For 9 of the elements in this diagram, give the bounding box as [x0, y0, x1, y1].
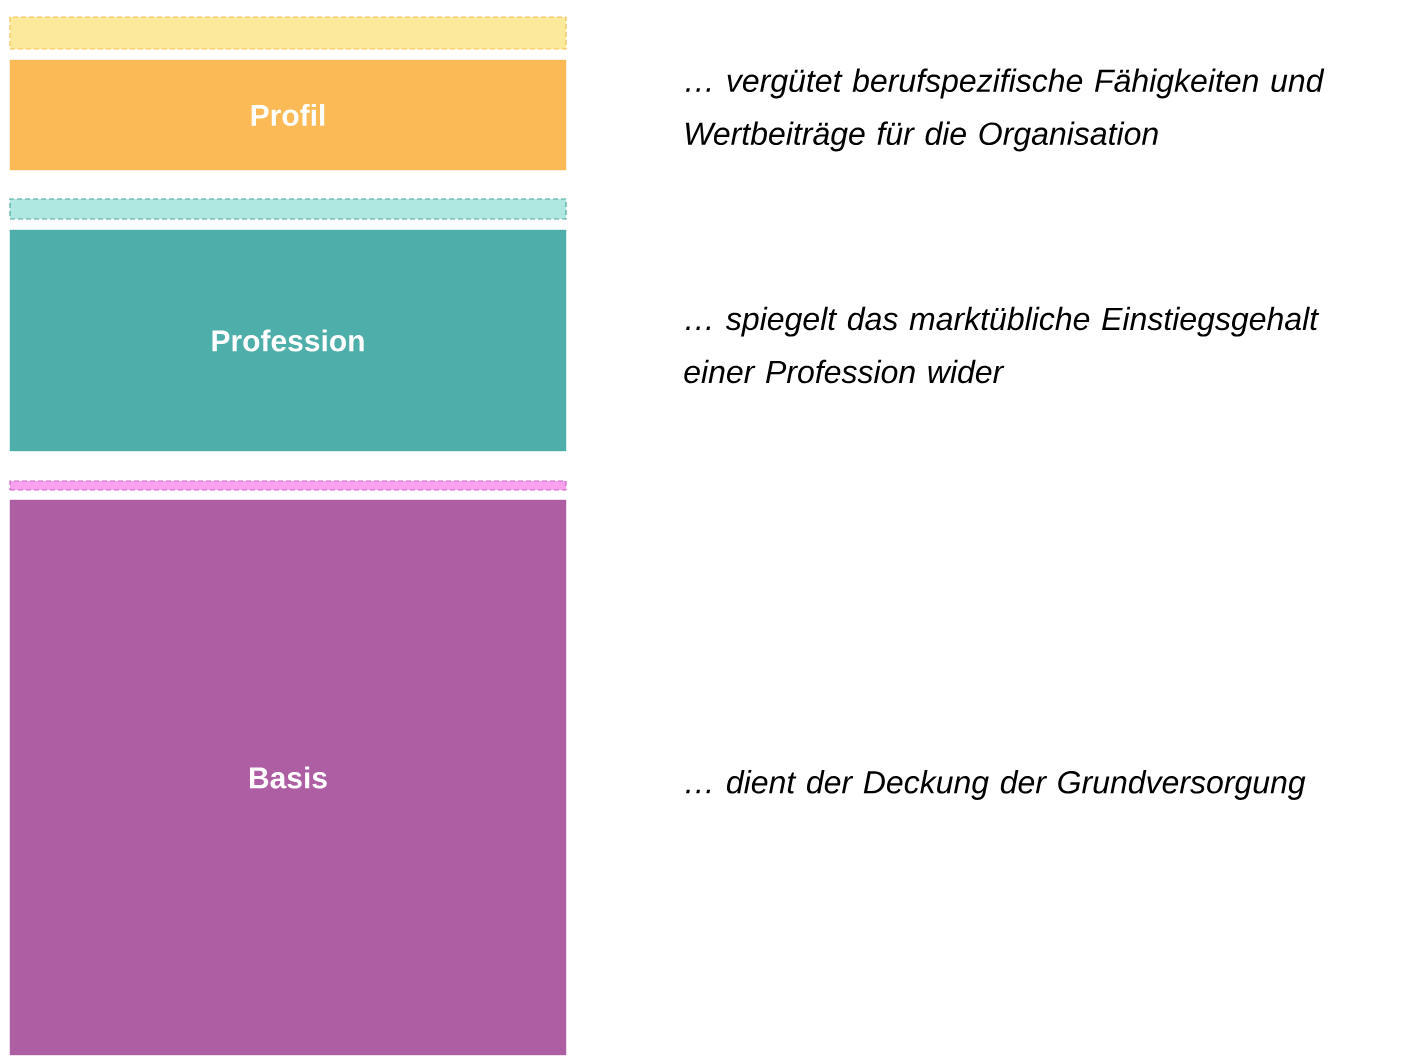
layer-box: Profil — [9, 59, 567, 171]
description-text: … dient der Deckung der Grundversorgung — [686, 770, 1306, 800]
layer-box: Profession — [9, 229, 567, 452]
description-text: … spiegelt das marktübliche Einstiegsgehalt einer Profession wider — [684, 306, 1320, 384]
description-text: … vergütet berufspezifische Fähigkeiten und Wertbeiträge für die Organisation — [685, 68, 1325, 152]
dashed-band — [9, 16, 567, 50]
dashed-band — [9, 198, 567, 220]
layer-box: Basis — [9, 499, 567, 1056]
dashed-band — [9, 480, 567, 491]
